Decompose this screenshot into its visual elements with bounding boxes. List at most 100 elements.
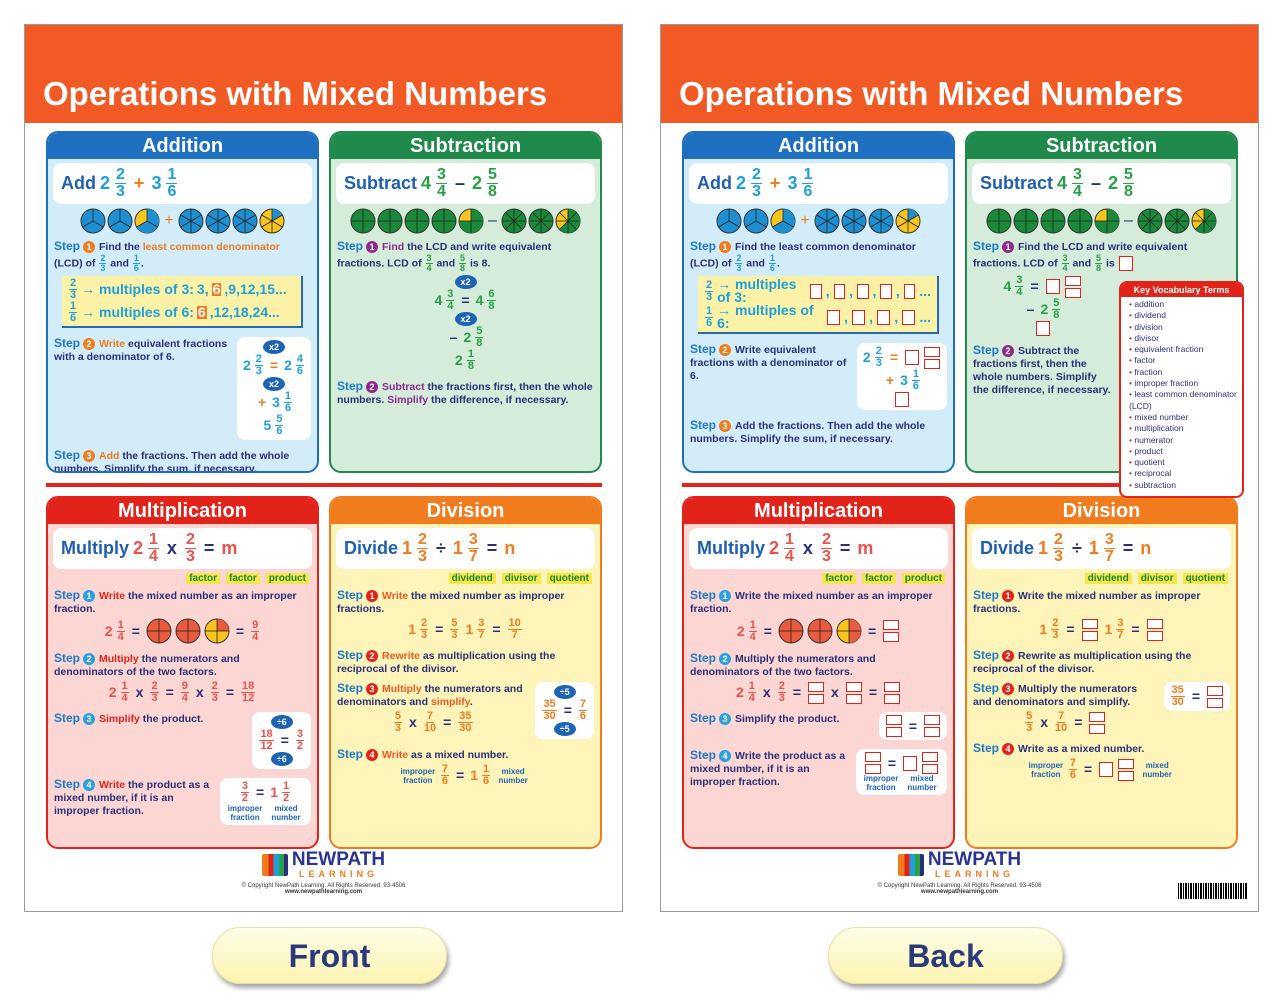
answer-box[interactable] [902,309,916,325]
denominator: 6 [276,425,283,437]
denominator: 4 [447,300,454,312]
operator: = [1131,621,1140,637]
answer-box[interactable] [880,283,892,299]
fraction-answer-box[interactable] [1081,618,1098,641]
fraction-answer-box[interactable] [924,346,940,369]
step-number: 4 [719,750,732,762]
text: 1 [452,538,463,558]
section-header: Addition [684,133,953,159]
fraction-circles: – [967,208,1236,234]
caption: improper fraction [227,804,263,822]
denominator: 3 [70,289,77,301]
denominator: 3 [394,722,402,734]
answer-box[interactable] [833,283,846,299]
numerator: 1 [166,166,178,184]
front-button[interactable]: Front [212,927,447,984]
numerator: 5 [486,166,498,184]
math-line: ÷5 [541,722,588,736]
fraction-answer-box[interactable] [1207,685,1223,708]
answer-box[interactable] [894,392,909,407]
answer-box[interactable] [857,283,869,299]
fraction-answer-box[interactable] [1118,758,1135,781]
answer-box[interactable] [1035,321,1050,336]
fraction-answer-box[interactable] [845,681,862,704]
text: 1 [1038,538,1049,558]
vocab-term: subtraction [1129,480,1238,491]
answer-box[interactable] [903,283,916,299]
fraction-answer-box[interactable] [884,681,900,704]
answer-box[interactable] [826,309,840,325]
answer-box[interactable] [851,309,866,325]
denominator: 3 [706,290,713,303]
answer-box[interactable] [876,309,891,325]
operator: = [792,684,802,700]
fraction-answer-box[interactable] [885,715,902,737]
fraction-answer-box[interactable] [1089,711,1106,734]
vocab-term: addition [1129,299,1238,310]
fraction-answer-box[interactable] [924,715,940,737]
step-number: 1 [83,241,96,253]
answer-box[interactable] [1045,279,1060,294]
answer-box[interactable] [1099,762,1114,777]
operator: = [256,784,265,800]
text: → multiples of 3: [717,276,797,305]
fraction-answer-box[interactable] [864,752,881,774]
vocab-term: multiplication [1129,423,1238,434]
fraction-answer-box[interactable] [808,681,825,704]
denominator: 4 [785,548,794,565]
fraction-circle-icon [259,208,285,234]
fraction-answer-box[interactable] [922,752,939,774]
back-button[interactable]: Back [828,927,1063,984]
numerator: 5 [1052,297,1061,310]
text: Add the fractions. Then add the whole nu… [690,420,926,445]
text: 4 [421,173,432,193]
text: Simplify the product. [735,713,840,725]
fraction-answer-box[interactable] [1146,618,1163,641]
numerator: 7 [440,763,449,776]
math-line: ÷6 [258,715,305,729]
denominator: 8 [476,337,483,349]
fraction-circle-icon [377,208,403,234]
fraction-circle-icon [528,208,554,234]
text: 1 [470,767,478,783]
step-number: 2 [719,344,732,356]
text: 1 [408,621,416,637]
text: 2 [108,684,117,700]
denominator: 3 [736,263,742,273]
answer-box[interactable] [1118,256,1133,271]
denominator: 6 [1069,769,1076,781]
answer-box[interactable] [905,350,919,365]
numerator: 1 [481,763,491,776]
answer-box[interactable] [810,283,822,299]
fraction-answer-box[interactable] [883,620,900,642]
logo-subname: LEARNING [934,869,1014,879]
step-label: Step [54,448,81,462]
answer-box[interactable] [903,755,918,771]
fraction-answer-box[interactable] [1064,275,1081,298]
fraction-circle-icon [743,208,769,234]
vocab-term: divisor [1129,333,1238,344]
text: → multiples of 6: [717,302,814,331]
